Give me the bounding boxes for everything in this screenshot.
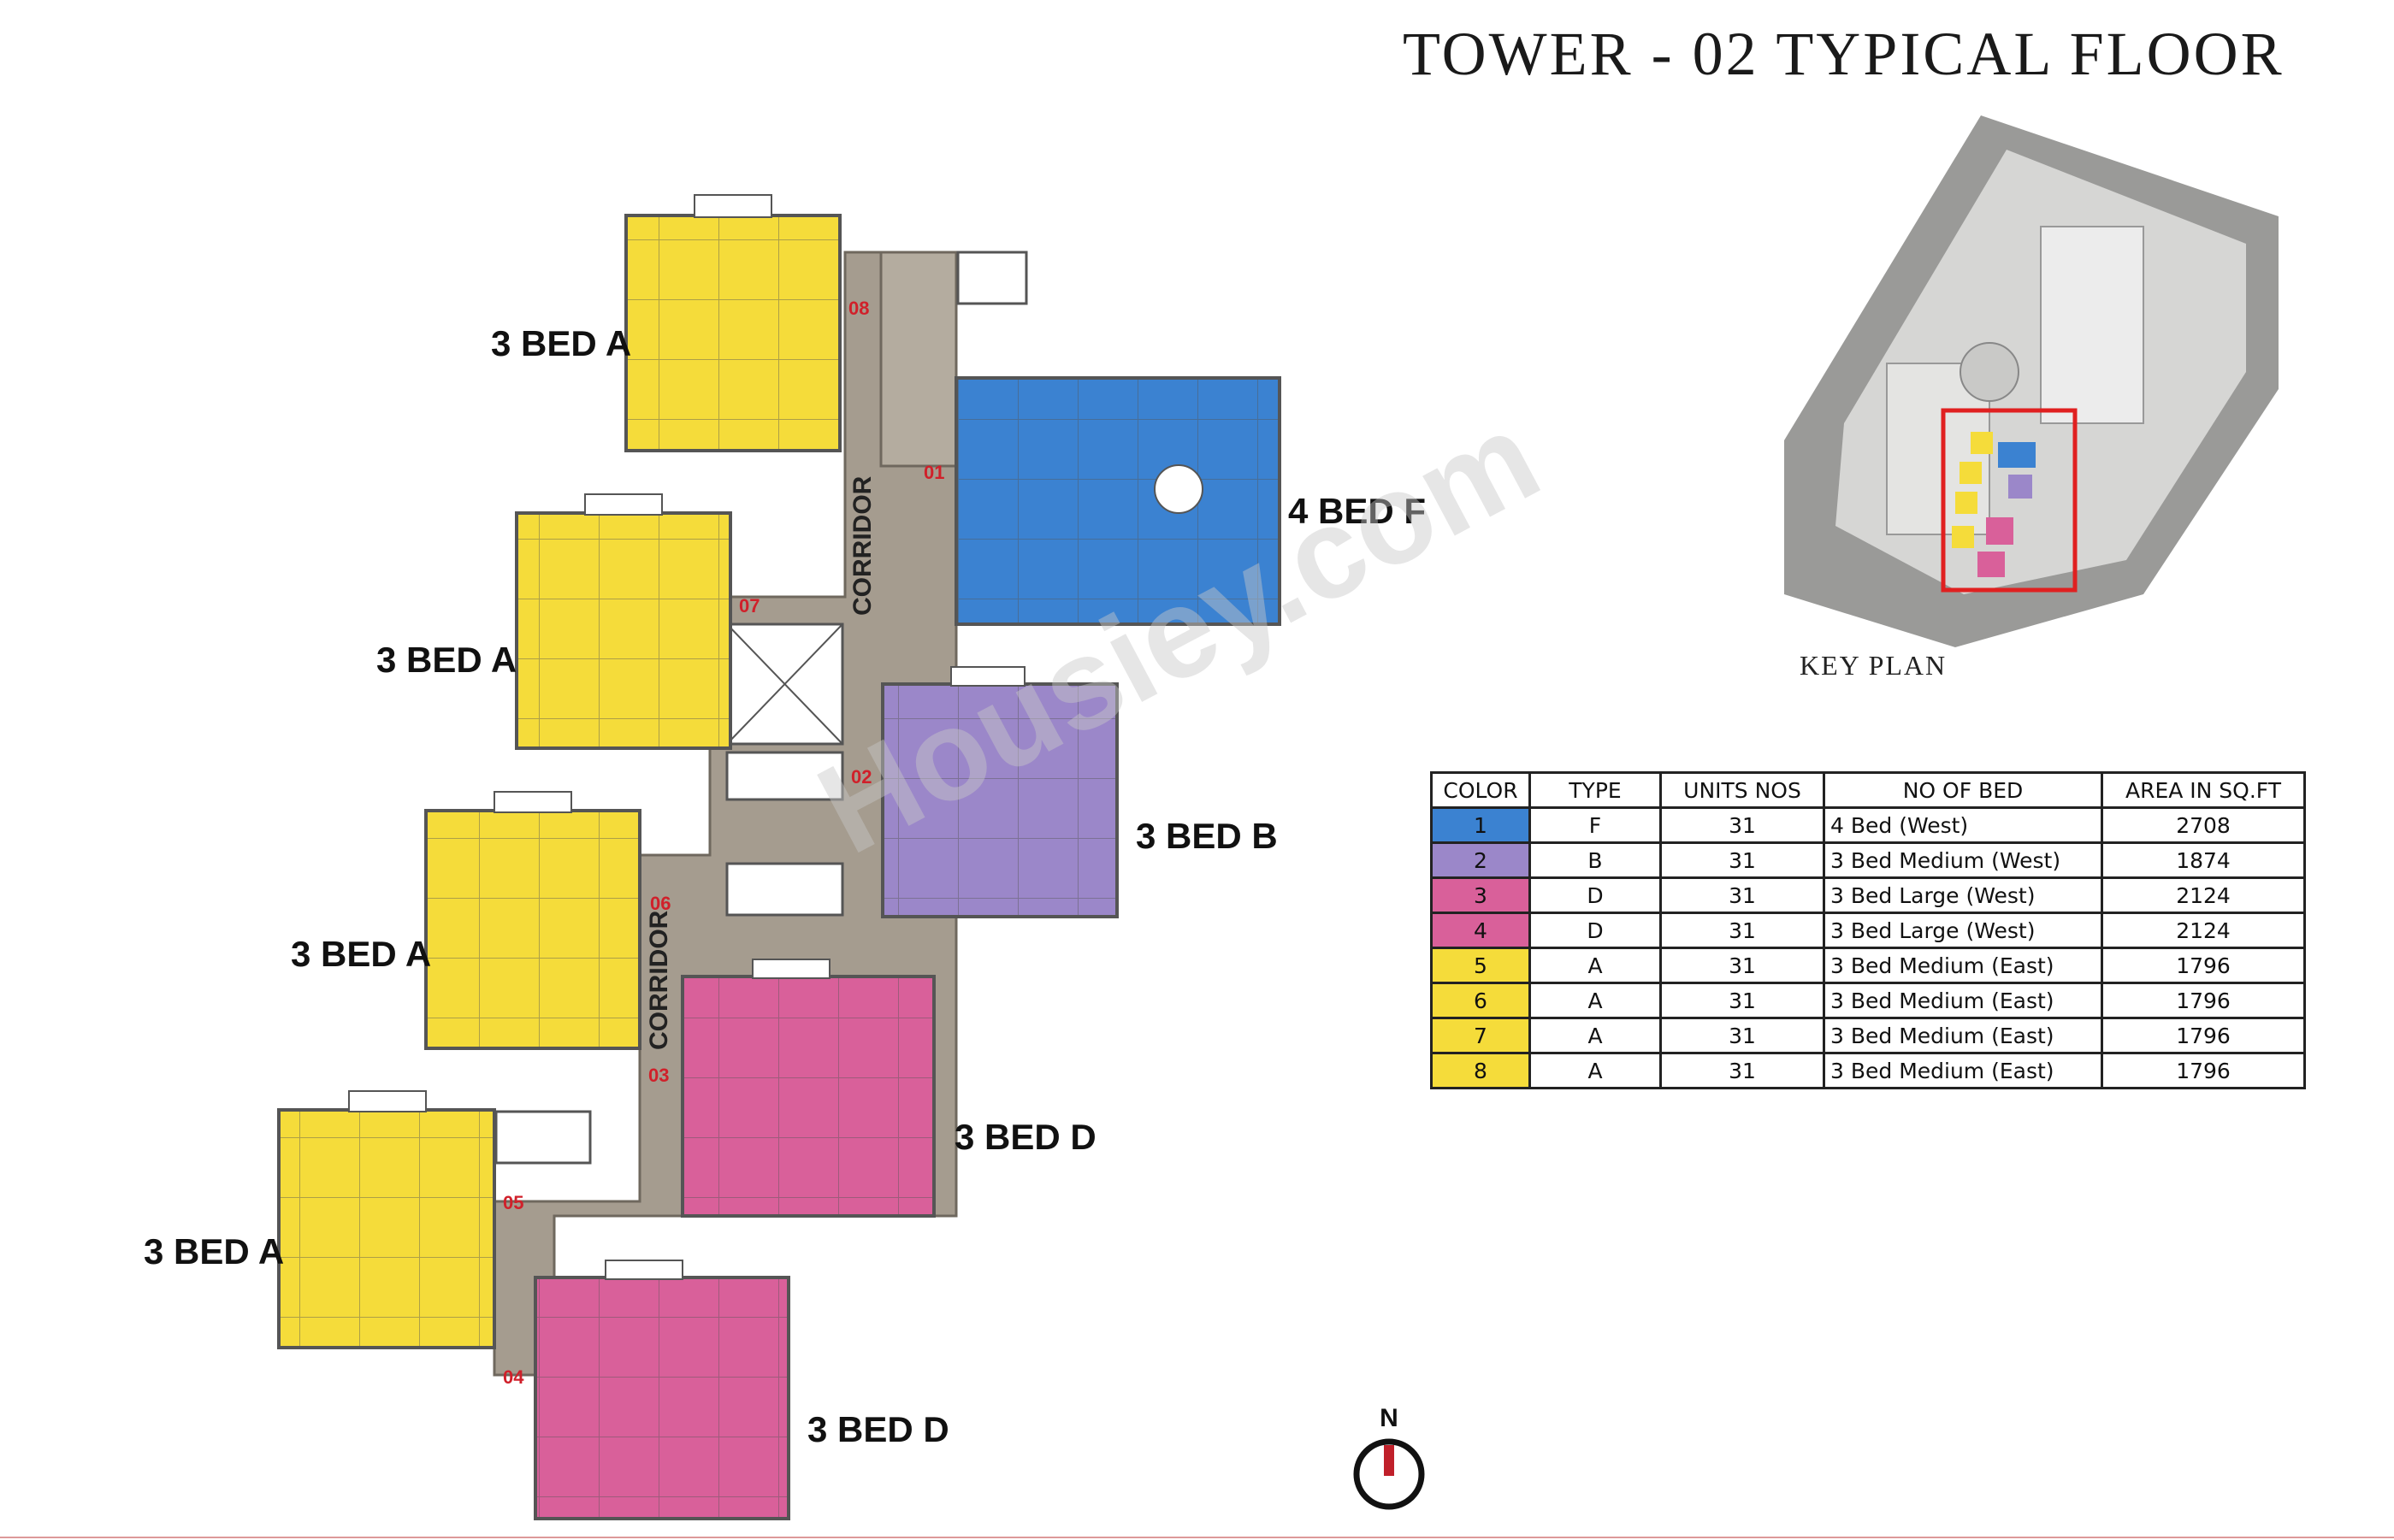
unit-02-3-bed-b <box>881 666 1119 918</box>
table-row: 4 D 31 3 Bed Large (West) 2124 <box>1430 912 2306 949</box>
legend-type: A <box>1528 1017 1662 1054</box>
legend-color-swatch: 7 <box>1430 1017 1531 1054</box>
corridor-label-upper: CORRIDOR <box>848 475 877 616</box>
legend-area: 1874 <box>2101 841 2306 879</box>
legend-color-swatch: 1 <box>1430 806 1531 844</box>
legend-header-bed: NO OF BED <box>1823 771 2103 809</box>
unit-number-07: 07 <box>739 595 760 617</box>
north-arrow-icon: N <box>1353 1404 1425 1510</box>
legend-area: 2124 <box>2101 876 2306 914</box>
legend-area: 2708 <box>2101 806 2306 844</box>
page-title: TOWER - 02 TYPICAL FLOOR <box>1403 20 2285 88</box>
legend-color-swatch: 5 <box>1430 947 1531 984</box>
legend-area: 1796 <box>2101 982 2306 1019</box>
footer-divider <box>0 1537 2394 1538</box>
legend-units: 31 <box>1659 912 1825 949</box>
unit-number-01: 01 <box>924 462 944 483</box>
unit-number-08: 08 <box>848 298 869 319</box>
unit-label-02: 3 BED B <box>1136 816 1278 856</box>
legend-units: 31 <box>1659 982 1825 1019</box>
unit-label-08: 3 BED A <box>491 323 632 363</box>
unit-label-07: 3 BED A <box>376 640 517 680</box>
legend-type: A <box>1528 1052 1662 1089</box>
unit-07-3-bed-a <box>515 493 732 750</box>
unit-04-3-bed-d <box>534 1260 790 1520</box>
legend-units: 31 <box>1659 1017 1825 1054</box>
unit-legend-table: COLOR TYPE UNITS NOS NO OF BED AREA IN S… <box>1430 771 2306 1089</box>
unit-03-3-bed-d <box>681 959 936 1218</box>
legend-units: 31 <box>1659 806 1825 844</box>
legend-bed: 3 Bed Medium (East) <box>1823 1052 2103 1089</box>
legend-color-swatch: 2 <box>1430 841 1531 879</box>
legend-bed: 4 Bed (West) <box>1823 806 2103 844</box>
legend-bed: 3 Bed Large (West) <box>1823 912 2103 949</box>
legend-type: D <box>1528 912 1662 949</box>
legend-type: F <box>1528 806 1662 844</box>
unit-06-3-bed-a <box>424 791 641 1050</box>
key-plan-map <box>1784 115 2279 647</box>
unit-label-04: 3 BED D <box>807 1409 949 1449</box>
unit-label-05: 3 BED A <box>144 1231 285 1272</box>
legend-area: 1796 <box>2101 1052 2306 1089</box>
unit-number-06: 06 <box>650 893 671 914</box>
table-row: 8 A 31 3 Bed Medium (East) 1796 <box>1430 1052 2306 1089</box>
legend-header-area: AREA IN SQ.FT <box>2101 771 2306 809</box>
table-row: 7 A 31 3 Bed Medium (East) 1796 <box>1430 1017 2306 1054</box>
legend-header-units: UNITS NOS <box>1659 771 1825 809</box>
legend-type: A <box>1528 947 1662 984</box>
legend-type: A <box>1528 982 1662 1019</box>
table-row: 2 B 31 3 Bed Medium (West) 1874 <box>1430 841 2306 879</box>
table-row: 3 D 31 3 Bed Large (West) 2124 <box>1430 876 2306 914</box>
legend-header-type: TYPE <box>1528 771 1662 809</box>
legend-color-swatch: 4 <box>1430 912 1531 949</box>
unit-number-05: 05 <box>503 1192 523 1213</box>
unit-number-04: 04 <box>503 1366 524 1388</box>
legend-type: D <box>1528 876 1662 914</box>
legend-units: 31 <box>1659 947 1825 984</box>
unit-08-3-bed-a <box>624 194 842 452</box>
legend-units: 31 <box>1659 876 1825 914</box>
legend-type: B <box>1528 841 1662 879</box>
legend-bed: 3 Bed Medium (East) <box>1823 947 2103 984</box>
legend-bed: 3 Bed Medium (East) <box>1823 1017 2103 1054</box>
legend-units: 31 <box>1659 841 1825 879</box>
legend-bed: 3 Bed Medium (East) <box>1823 982 2103 1019</box>
key-plan-caption: KEY PLAN <box>1800 650 1948 681</box>
corridor-label-lower: CORRIDOR <box>645 910 673 1050</box>
unit-label-01: 4 BED F <box>1288 491 1427 531</box>
unit-number-02: 02 <box>851 766 872 788</box>
legend-area: 1796 <box>2101 1017 2306 1054</box>
legend-area: 1796 <box>2101 947 2306 984</box>
legend-area: 2124 <box>2101 912 2306 949</box>
table-row: 6 A 31 3 Bed Medium (East) 1796 <box>1430 982 2306 1019</box>
legend-color-swatch: 8 <box>1430 1052 1531 1089</box>
legend-units: 31 <box>1659 1052 1825 1089</box>
legend-bed: 3 Bed Medium (West) <box>1823 841 2103 879</box>
key-plan-highlight <box>1941 408 2078 593</box>
unit-label-03: 3 BED D <box>955 1117 1097 1157</box>
unit-number-03: 03 <box>648 1065 669 1086</box>
table-row: 1 F 31 4 Bed (West) 2708 <box>1430 806 2306 844</box>
legend-bed: 3 Bed Large (West) <box>1823 876 2103 914</box>
north-label: N <box>1380 1404 1398 1432</box>
unit-05-3-bed-a <box>277 1090 496 1349</box>
unit-01-4-bed-f <box>955 376 1281 626</box>
table-row: 5 A 31 3 Bed Medium (East) 1796 <box>1430 947 2306 984</box>
legend-header-row: COLOR TYPE UNITS NOS NO OF BED AREA IN S… <box>1430 771 2306 809</box>
legend-color-swatch: 3 <box>1430 876 1531 914</box>
unit-label-06: 3 BED A <box>291 934 432 974</box>
legend-color-swatch: 6 <box>1430 982 1531 1019</box>
legend-header-color: COLOR <box>1430 771 1531 809</box>
